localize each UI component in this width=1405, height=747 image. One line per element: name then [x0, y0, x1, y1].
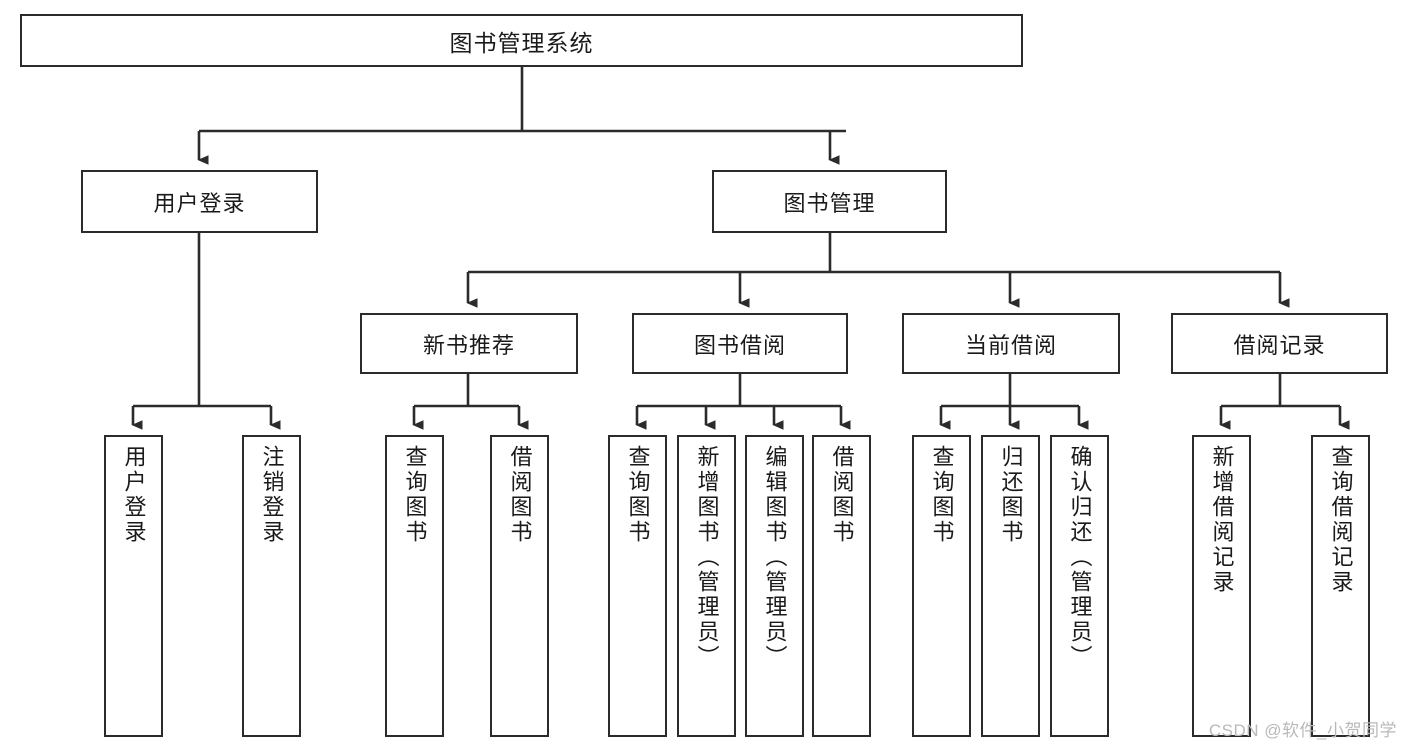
node-label: 借阅记录 [1233, 332, 1326, 358]
node-label: 新增图书（管理员） [694, 445, 720, 670]
node-leaf-borrow-book-1[interactable]: 借阅图书 [490, 435, 549, 737]
node-leaf-user-logout[interactable]: 注销登录 [242, 435, 301, 737]
node-label: 归还图书 [998, 445, 1024, 545]
node-label: 新书推荐 [422, 332, 515, 358]
node-book-manage[interactable]: 图书管理 [712, 170, 947, 233]
node-book-borrow[interactable]: 图书借阅 [632, 313, 848, 374]
node-label: 查询图书 [929, 445, 955, 545]
node-label: 注销登录 [259, 445, 285, 545]
node-leaf-edit-book[interactable]: 编辑图书（管理员） [745, 435, 804, 737]
node-leaf-confirm-return[interactable]: 确认归还（管理员） [1050, 435, 1109, 737]
node-label: 借阅图书 [507, 445, 533, 545]
node-label: 用户登录 [121, 445, 147, 545]
node-leaf-borrow-book-2[interactable]: 借阅图书 [812, 435, 871, 737]
node-label: 用户登录 [153, 190, 246, 216]
node-label: 编辑图书（管理员） [762, 445, 788, 670]
node-user-login[interactable]: 用户登录 [81, 170, 318, 233]
node-label: 借阅图书 [829, 445, 855, 545]
node-label: 图书管理 [783, 190, 876, 216]
node-root-system[interactable]: 图书管理系统 [20, 14, 1023, 67]
node-borrow-record[interactable]: 借阅记录 [1171, 313, 1388, 374]
node-new-book-recommend[interactable]: 新书推荐 [360, 313, 578, 374]
node-label: 查询图书 [402, 445, 428, 545]
node-leaf-query-record[interactable]: 查询借阅记录 [1311, 435, 1370, 737]
node-current-borrow[interactable]: 当前借阅 [902, 313, 1120, 374]
node-leaf-query-book-1[interactable]: 查询图书 [385, 435, 444, 737]
node-label: 图书借阅 [693, 332, 786, 358]
node-leaf-return-book[interactable]: 归还图书 [981, 435, 1040, 737]
node-label: 当前借阅 [964, 332, 1057, 358]
node-leaf-add-book[interactable]: 新增图书（管理员） [677, 435, 736, 737]
node-label: 图书管理系统 [449, 29, 594, 56]
node-leaf-query-book-3[interactable]: 查询图书 [912, 435, 971, 737]
node-label: 新增借阅记录 [1209, 445, 1235, 595]
node-label: 确认归还（管理员） [1067, 445, 1093, 670]
watermark: CSDN @软件_小贺同学 [1208, 721, 1397, 740]
node-label: 查询借阅记录 [1328, 445, 1354, 595]
node-label: 查询图书 [625, 445, 651, 545]
node-leaf-add-record[interactable]: 新增借阅记录 [1192, 435, 1251, 737]
node-leaf-query-book-2[interactable]: 查询图书 [608, 435, 667, 737]
node-leaf-user-login[interactable]: 用户登录 [104, 435, 163, 737]
